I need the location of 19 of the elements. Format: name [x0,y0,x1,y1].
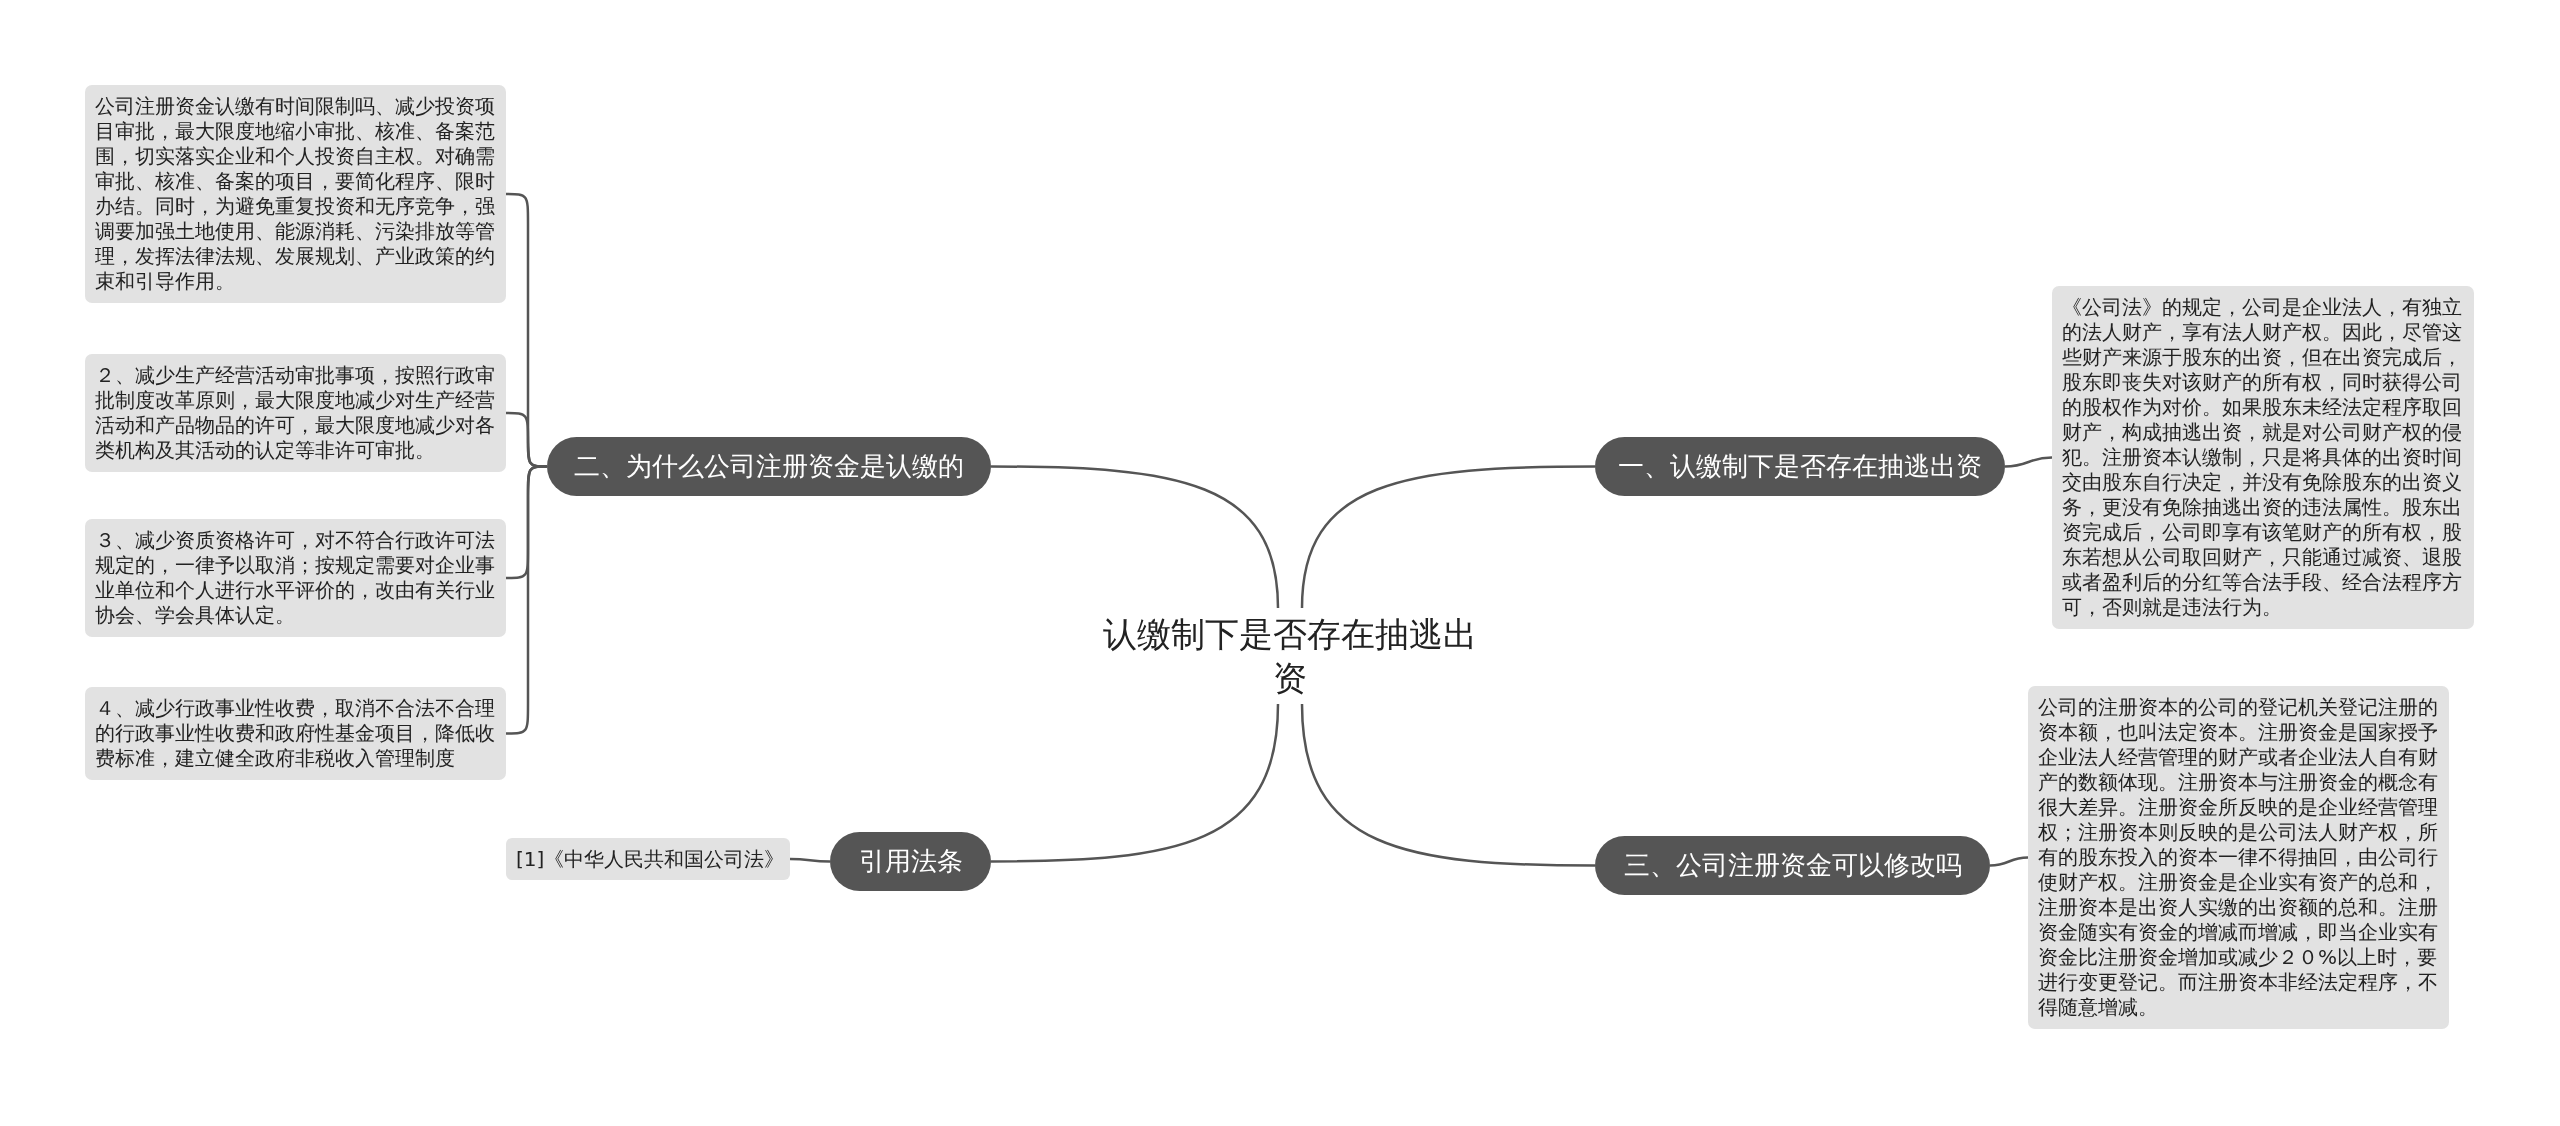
note-box: ３、减少资质资格许可，对不符合行政许可法规定的，一律予以取消；按规定需要对企业事业单位和个人进行水平评价的，改由有关行业协会、学会具体认定。 [85,519,506,637]
connector [1989,856,2029,867]
connector [790,857,830,863]
note-box: [1]《中华人民共和国公司法》 [506,838,790,880]
branch-box: 引用法条 [830,832,991,891]
note-box: ４、减少行政事业性收费，取消不合法不合理的行政事业性收费和政府性基金项目，降低收费标准，建立健全政府非税收入管理制度 [85,687,506,780]
connector [991,703,1280,863]
connector [1300,465,1595,609]
branch-box: 二、为什么公司注册资金是认缴的 [547,437,991,496]
connector [2004,456,2053,468]
branch-box: 三、公司注册资金可以修改吗 [1595,836,1990,895]
connector [1300,703,1595,867]
note-box: 《公司法》的规定，公司是企业法人，有独立的法人财产，享有法人财产权。因此，尽管这些财产来源于股东的出资，但在出资完成后，股东即丧失对该财产的所有权，同时获得公司的股权作为对价。如果股东未经法定程序取回财产，构成抽逃出资，就是对公司财产权的侵犯。注册资本认缴制，只是将具体的出资时间交由股东自行决定，并没有免除股东的出资义务，更没有免除抽逃出资的违法属性。股东出资完成后，公司即享有该笔财产的所有权，股东若想从公司取回财产，只能通过减资、退股或者盈利后的分红等合法手段、经合法程序方可，否则就是违法行为。 [2052,286,2474,629]
note-box: ２、减少生产经营活动审批事项，按照行政审批制度改革原则，最大限度地减少对生产经营活动和产品物品的许可，最大限度地减少对各类机构及其活动的认定等非许可审批。 [85,354,506,472]
note-box: 公司的注册资本的公司的登记机关登记注册的资本额，也叫法定资本。注册资金是国家授予企业法人经营管理的财产或者企业法人自有财产的数额体现。注册资本与注册资金的概念有很大差异。注册资金所反映的是企业经营管理权；注册资本则反映的是公司法人财产权，所有的股东投入的资本一律不得抽回，由公司行使财产权。注册资金是企业实有资产的总和，注册资本是出资人实缴的出资额的总和。注册资金随实有资金的增减而增减，即当企业实有资金比注册资金增加或减少２０%以上时，要进行变更登记。而注册资本非经法定程序，不得随意增减。 [2028,686,2449,1029]
topic-text: 认缴制下是否存在抽逃出资 [1090,608,1490,704]
note-box: 公司注册资金认缴有时间限制吗、减少投资项目审批，最大限度地缩小审批、核准、备案范围，切实落实企业和个人投资自主权。对确需审批、核准、备案的项目，要简化程序、限时办结。同时，为避免重复投资和无序竞争，强调要加强土地使用、能源消耗、污染排放等管理，发挥法律法规、发展规划、产业政策的约束和引导作用。 [85,85,506,303]
connector [991,465,1280,609]
branch-box: 一、认缴制下是否存在抽逃出资 [1595,437,2005,496]
